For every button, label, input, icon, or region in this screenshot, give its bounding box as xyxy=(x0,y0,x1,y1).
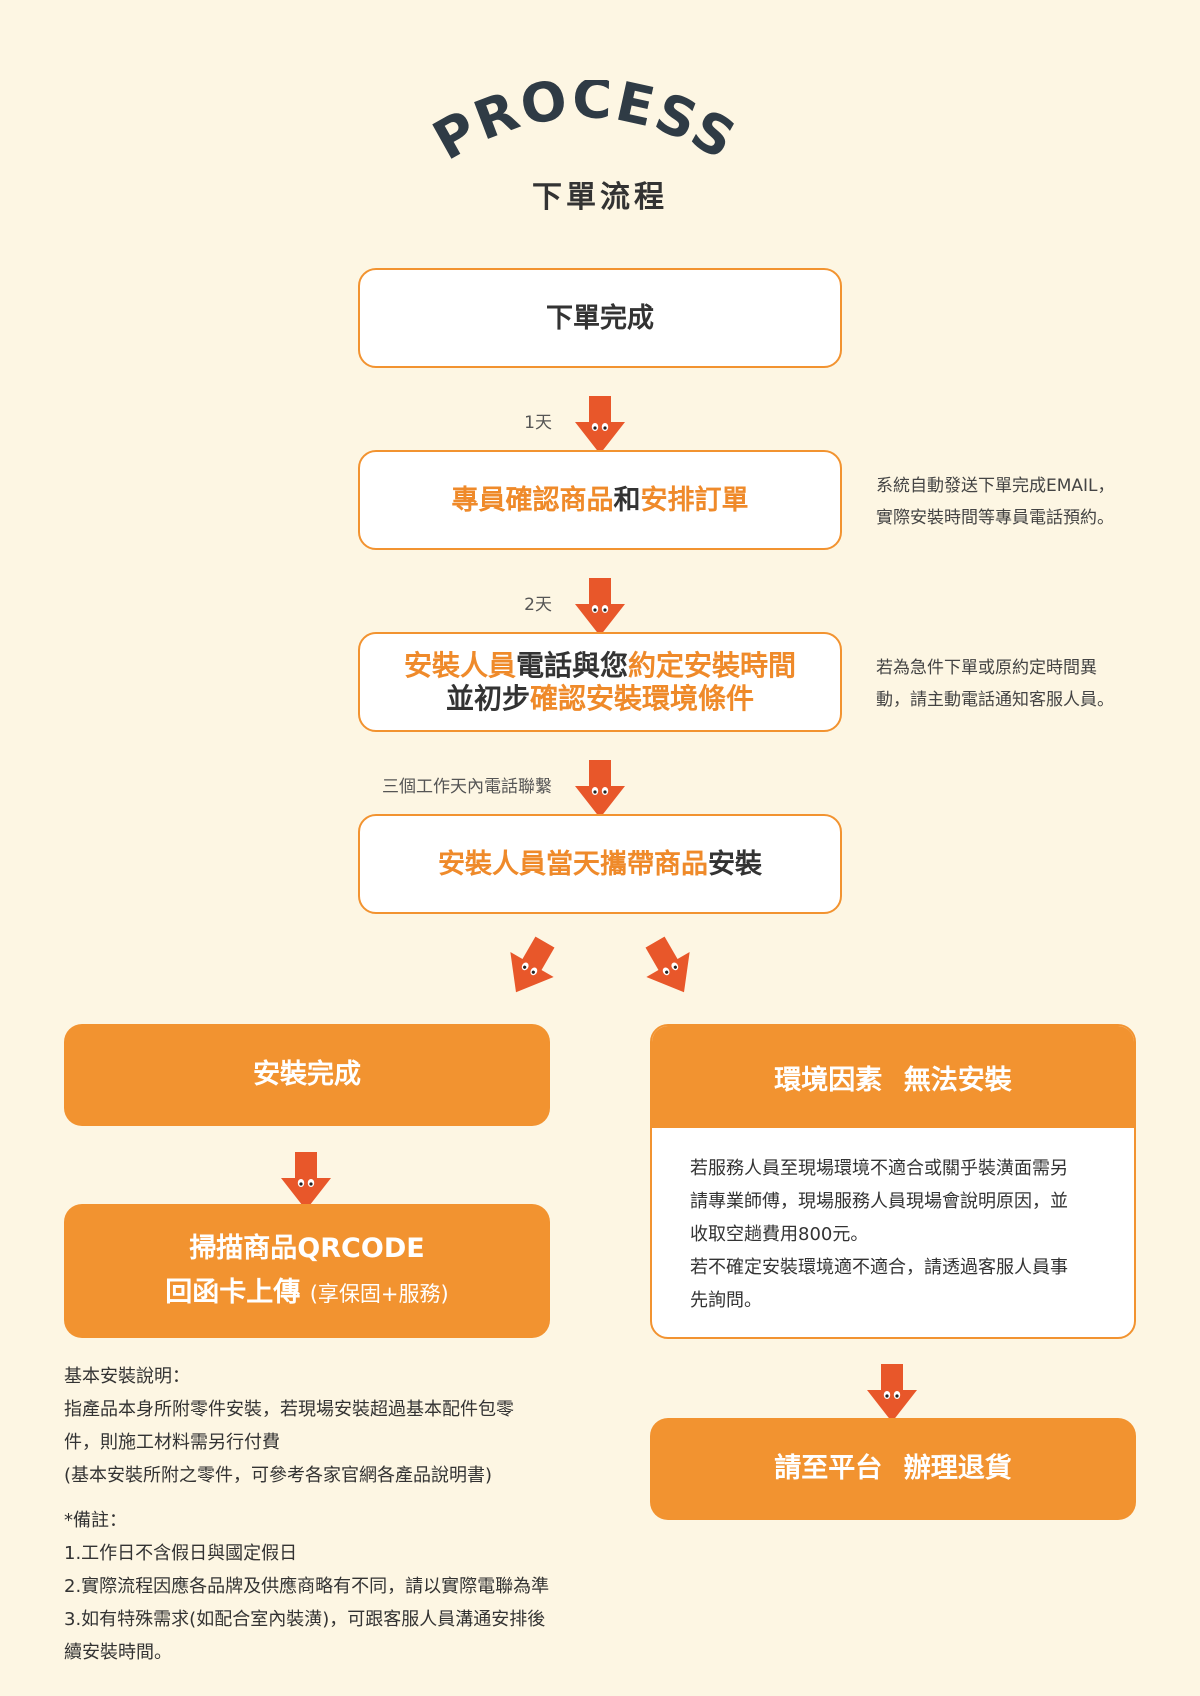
plain-text: 並初步 xyxy=(445,682,530,715)
side-note-urgent: 若為急件下單或原約定時間異 動，請主動電話通知客服人員。 xyxy=(876,652,1114,716)
plain-text: 安裝 xyxy=(708,848,762,880)
notes-line: 續安裝時間。 xyxy=(64,1642,172,1663)
step-order-complete-label: 下單完成 xyxy=(546,302,654,334)
step-schedule-install: 安裝人員電話與您約定安裝時間 並初步確認安裝環境條件 xyxy=(358,632,842,732)
notes-line: 指產品本身所附零件安裝，若現場安裝超過基本配件包零 xyxy=(64,1399,514,1420)
down-arrow-icon xyxy=(575,760,625,818)
arrow-label-1day: 1天 xyxy=(524,413,552,433)
return-goods-label: 請至平台 辦理退貨 xyxy=(774,1453,1012,1484)
svg-text:PROCESS: PROCESS xyxy=(430,80,740,170)
notes-line: 件，則施工材料需另行付費 xyxy=(64,1432,280,1453)
highlight-text: 安排訂單 xyxy=(640,484,749,516)
arrow-label-three-days: 三個工作天內電話聯繫 xyxy=(382,777,552,797)
install-complete-box: 安裝完成 xyxy=(64,1024,550,1126)
notes-title: *備註： xyxy=(64,1510,127,1531)
notes-title: 基本安裝說明： xyxy=(64,1366,190,1387)
environment-issue-title: 環境因素 無法安裝 xyxy=(652,1026,1134,1128)
environment-issue-card: 環境因素 無法安裝 若服務人員至現場環境不適合或關乎裝潢面需另 請專業師傅，現場… xyxy=(650,1024,1136,1339)
highlight-text: 專員確認商品 xyxy=(451,484,614,516)
down-arrow-icon xyxy=(867,1364,917,1422)
step-install-day: 安裝人員當天攜帶商品安裝 xyxy=(358,814,842,914)
plain-text: 電話與您 xyxy=(515,649,628,682)
side-note-line: 動，請主動電話通知客服人員。 xyxy=(876,690,1114,710)
qrcode-line-2: 回函卡上傳 (享保固+服務) xyxy=(165,1271,448,1316)
branch-arrow-right-icon xyxy=(645,936,690,993)
body-line: 先詢問。 xyxy=(690,1290,762,1311)
notes-line: 2.實際流程因應各品牌及供應商略有不同，請以實際電聯為準 xyxy=(64,1576,550,1597)
highlight-text: 安裝人員當天攜帶商品 xyxy=(438,848,708,880)
install-complete-label: 安裝完成 xyxy=(253,1059,361,1090)
body-line: 若不確定安裝環境適不適合，請透過客服人員事 xyxy=(690,1257,1068,1278)
body-line: 收取空趟費用800元。 xyxy=(690,1224,869,1245)
basic-install-notes: 基本安裝說明： 指產品本身所附零件安裝，若現場安裝超過基本配件包零 件，則施工材… xyxy=(64,1360,514,1492)
notes-line: (基本安裝所附之零件，可參考各家官網各產品說明書) xyxy=(64,1465,493,1486)
side-note-line: 若為急件下單或原約定時間異 xyxy=(876,658,1097,678)
step-schedule-line-2: 並初步確認安裝環境條件 xyxy=(446,682,754,715)
highlight-text: 安裝人員 xyxy=(403,649,516,682)
side-note-line: 實際安裝時間等專員電話預約。 xyxy=(876,508,1114,528)
body-line: 請專業師傅，現場服務人員現場會說明原因，並 xyxy=(690,1191,1068,1212)
plain-text: 和 xyxy=(613,484,641,516)
down-arrow-icon xyxy=(575,578,625,636)
remark-notes: *備註： 1.工作日不含假日與國定假日 2.實際流程因應各品牌及供應商略有不同，… xyxy=(64,1504,549,1669)
step-schedule-line-1: 安裝人員電話與您約定安裝時間 xyxy=(404,649,796,682)
highlight-text: 約定安裝時間 xyxy=(628,649,797,682)
down-arrow-icon xyxy=(281,1152,331,1210)
down-arrow-icon xyxy=(575,396,625,454)
step-order-complete: 下單完成 xyxy=(358,268,842,368)
step-confirm-order-line: 專員確認商品和安排訂單 xyxy=(452,484,749,517)
notes-line: 1.工作日不含假日與國定假日 xyxy=(64,1543,298,1564)
environment-issue-body: 若服務人員至現場環境不適合或關乎裝潢面需另 請專業師傅，現場服務人員現場會說明原… xyxy=(652,1128,1134,1317)
side-note-email: 系統自動發送下單完成EMAIL， 實際安裝時間等專員電話預約。 xyxy=(876,470,1115,534)
qrcode-line-2-main: 回函卡上傳 xyxy=(165,1276,301,1308)
body-line: 若服務人員至現場環境不適合或關乎裝潢面需另 xyxy=(690,1158,1068,1179)
process-title-text: PROCESS xyxy=(430,80,740,170)
notes-line: 3.如有特殊需求(如配合室內裝潢)，可跟客服人員溝通安排後 xyxy=(64,1609,546,1630)
branch-arrow-left-icon xyxy=(510,936,555,993)
step-install-day-line: 安裝人員當天攜帶商品安裝 xyxy=(438,848,762,881)
qrcode-upload-box: 掃描商品QRCODE 回函卡上傳 (享保固+服務) xyxy=(64,1204,550,1338)
qrcode-line-1: 掃描商品QRCODE xyxy=(189,1232,425,1264)
warranty-note: (享保固+服務) xyxy=(309,1281,449,1306)
highlight-text: 確認安裝環境條件 xyxy=(530,682,755,715)
step-confirm-order: 專員確認商品和安排訂單 xyxy=(358,450,842,550)
page-subtitle: 下單流程 xyxy=(532,180,668,215)
return-goods-box: 請至平台 辦理退貨 xyxy=(650,1418,1136,1520)
process-title: PROCESS xyxy=(430,80,740,170)
arrow-label-2day: 2天 xyxy=(524,595,552,615)
side-note-line: 系統自動發送下單完成EMAIL， xyxy=(876,476,1115,496)
